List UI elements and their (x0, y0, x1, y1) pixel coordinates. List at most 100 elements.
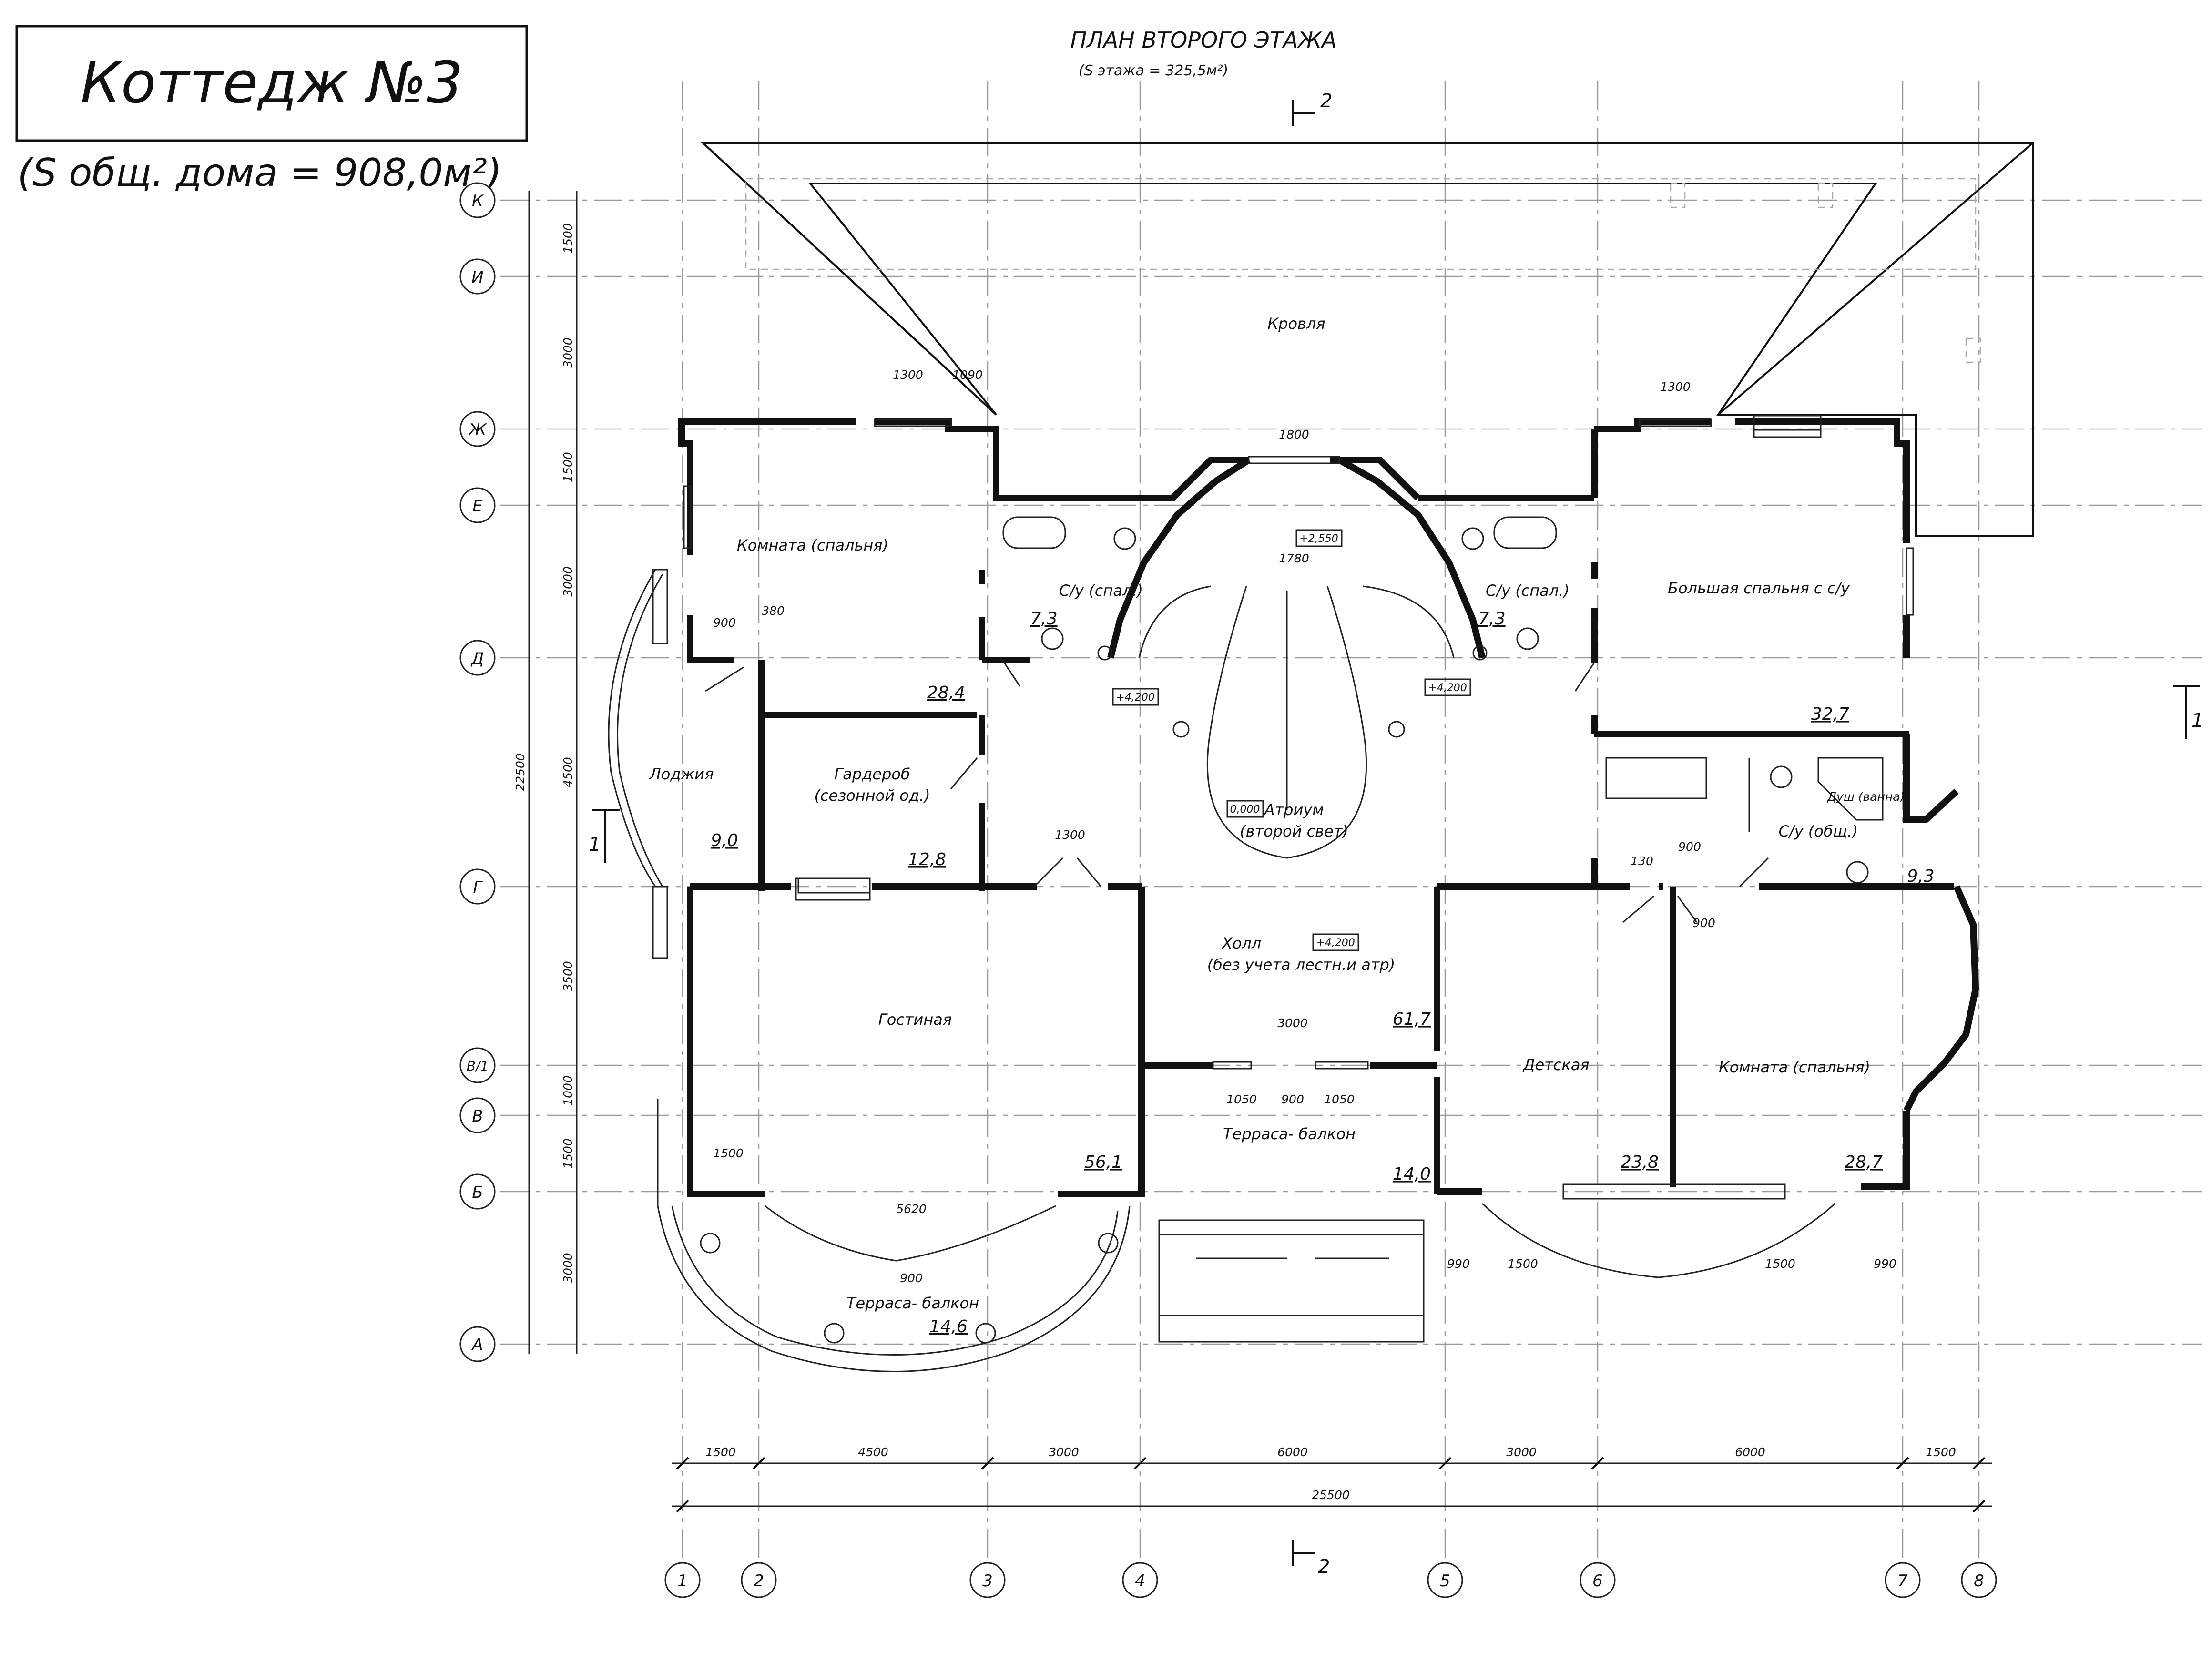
section-top-label: 2 (1320, 90, 1332, 112)
room-label: С/у (спал.) (1486, 582, 1570, 600)
plan-title: ПЛАН ВТОРОГО ЭТАЖА (1070, 27, 1337, 53)
room-label: Терраса- балкон (846, 1294, 979, 1312)
dim-label: 900 (713, 616, 736, 630)
room-area: 7,3 (1030, 609, 1057, 629)
dim-label: 3000 (561, 1253, 575, 1283)
room-area: 14,6 (929, 1317, 968, 1337)
dim-label: 3500 (561, 961, 575, 991)
dim-label: 1780 (1279, 551, 1309, 565)
room-area: 61,7 (1393, 1010, 1431, 1029)
dim-label: 900 (1678, 840, 1701, 854)
room-label: Терраса- балкон (1223, 1125, 1356, 1143)
room-area: 28,7 (1845, 1153, 1883, 1172)
dim-label: 1500 (713, 1146, 744, 1160)
dim-label: 990 (1874, 1257, 1896, 1271)
subtitle-text: (S общ. дома = 908,0м²) (18, 151, 502, 195)
dimension-labels-misc: 1300 1090 1800 1300 900 380 1300 1780 30… (713, 368, 1896, 1285)
dim-label: 3000 (1049, 1445, 1079, 1459)
dim-label: 1800 (1279, 428, 1309, 441)
room-label: Большая спальня с с/у (1668, 579, 1850, 597)
axis-row-label: И (471, 268, 483, 287)
dim-label: 1300 (1660, 380, 1691, 394)
room-label: С/у (общ.) (1779, 822, 1858, 840)
dim-label: 1500 (1765, 1257, 1795, 1271)
dim-label: 900 (1281, 1092, 1304, 1106)
dim-label: 4500 (561, 757, 575, 787)
axis-row-label: Е (472, 497, 483, 516)
room-label: Детская (1522, 1056, 1589, 1074)
level-label: +4,200 (1428, 682, 1467, 694)
dimension-labels-bottom: 1500 4500 3000 6000 3000 6000 1500 25500 (705, 1445, 1956, 1502)
room-area: 9,3 (1907, 867, 1934, 886)
axis-col-label: 8 (1974, 1571, 1984, 1591)
axis-row-label: Б (472, 1183, 483, 1202)
axis-col-label: 5 (1440, 1571, 1450, 1591)
room-area: 7,3 (1478, 609, 1505, 629)
section-right-label: 1 (2192, 710, 2203, 732)
room-area: 12,8 (908, 850, 946, 869)
dim-label: 1300 (1055, 828, 1085, 842)
room-area: 56,1 (1084, 1153, 1122, 1172)
axis-col-label: 6 (1592, 1571, 1603, 1591)
dim-label: 1050 (1226, 1092, 1257, 1106)
dim-label: 4500 (858, 1445, 888, 1459)
axis-row-label: В (472, 1107, 483, 1126)
level-label: +2,550 (1299, 533, 1338, 545)
dim-label: 3000 (1277, 1016, 1308, 1030)
section-markers: 2 2 1 1 (589, 90, 2203, 1578)
axis-col-label: 2 (754, 1571, 764, 1591)
dim-label: 1500 (1926, 1445, 1956, 1459)
axis-col-label: 3 (982, 1571, 993, 1591)
room-label: Комната (спальня) (1719, 1058, 1870, 1076)
dim-label: 1500 (705, 1445, 736, 1459)
room-area: 23,8 (1621, 1153, 1659, 1172)
axis-grid (500, 81, 2202, 1563)
section-bottom-label: 2 (1318, 1556, 1330, 1578)
title-frame (15, 25, 528, 142)
room-label: Кровля (1267, 315, 1325, 333)
dim-label: 1000 (561, 1075, 575, 1106)
room-labels: Кровля Комната (спальня) 28,4 С/у (спал.… (649, 315, 1935, 1337)
axis-row-label: В/1 (467, 1058, 489, 1074)
roof (700, 142, 2034, 537)
room-area: 32,7 (1811, 704, 1849, 724)
dim-label: 130 (1631, 854, 1653, 868)
axis-col-label: 4 (1135, 1571, 1145, 1591)
plan-area: (S этажа = 325,5м²) (1079, 62, 1228, 79)
room-area: 14,0 (1393, 1164, 1431, 1184)
walls (678, 418, 1979, 1197)
dim-total: 22500 (513, 753, 527, 791)
axis-row-label: А (471, 1336, 483, 1355)
room-label: С/у (спал.) (1059, 582, 1143, 600)
dim-label: 1500 (561, 223, 575, 254)
dim-label: 5620 (896, 1202, 927, 1216)
room-label-2: (сезонной од.) (814, 786, 930, 805)
axis-col-label: 1 (677, 1571, 688, 1591)
room-label-2: (без учета лестн.и атр) (1207, 956, 1396, 974)
dimension-lines (528, 191, 1992, 1513)
dimension-labels-left: 1500 3000 1500 3000 4500 3500 1000 1500 … (513, 223, 575, 1283)
room-label: Комната (спальня) (737, 536, 888, 554)
dim-label: 6000 (1735, 1445, 1765, 1459)
title-text: Коттедж №3 (81, 50, 463, 116)
room-label: Лоджия (649, 765, 714, 783)
room-label: Душ (ванна) (1827, 790, 1905, 804)
axis-row-label: Д (470, 649, 484, 668)
axis-row-label: Ж (468, 420, 487, 439)
dim-total: 25500 (1312, 1488, 1350, 1502)
room-label: Гардероб (834, 765, 910, 783)
dim-label: 1050 (1324, 1092, 1355, 1106)
row-axis-markers: К И Ж Е Д Г В/1 В Б А (459, 182, 496, 1362)
dim-label: 3000 (1506, 1445, 1537, 1459)
thin-details (608, 415, 1914, 1372)
dim-label: 380 (762, 604, 785, 618)
axis-row-label: Г (473, 878, 484, 897)
dim-label: 1500 (561, 452, 575, 482)
dim-label: 1500 (1508, 1257, 1538, 1271)
dim-label: 990 (1447, 1257, 1470, 1271)
dim-label: 900 (1692, 916, 1715, 930)
room-label: Холл (1221, 934, 1261, 952)
room-label-2: (второй свет) (1240, 822, 1348, 840)
room-area: 28,4 (927, 683, 965, 703)
